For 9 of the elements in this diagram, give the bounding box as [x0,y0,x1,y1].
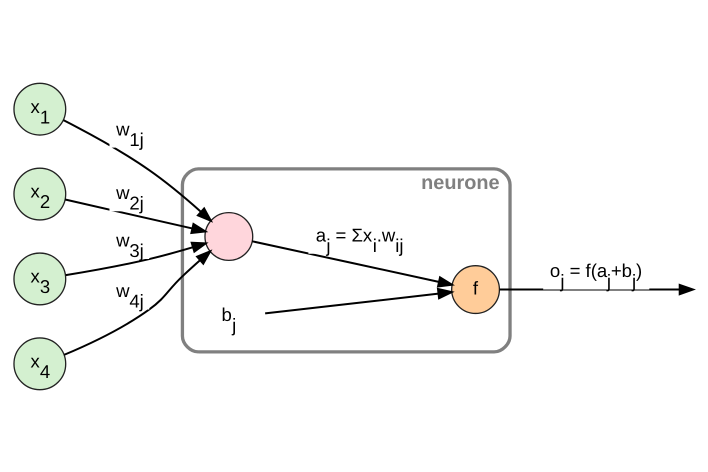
arrow [64,198,208,234]
node-circle: f [451,264,500,314]
arrow [500,283,696,296]
node-circle [204,211,254,261]
arrow [64,248,212,356]
arrow [252,240,455,288]
arrow [265,287,455,314]
arrow [62,118,214,222]
arrow [66,241,209,276]
